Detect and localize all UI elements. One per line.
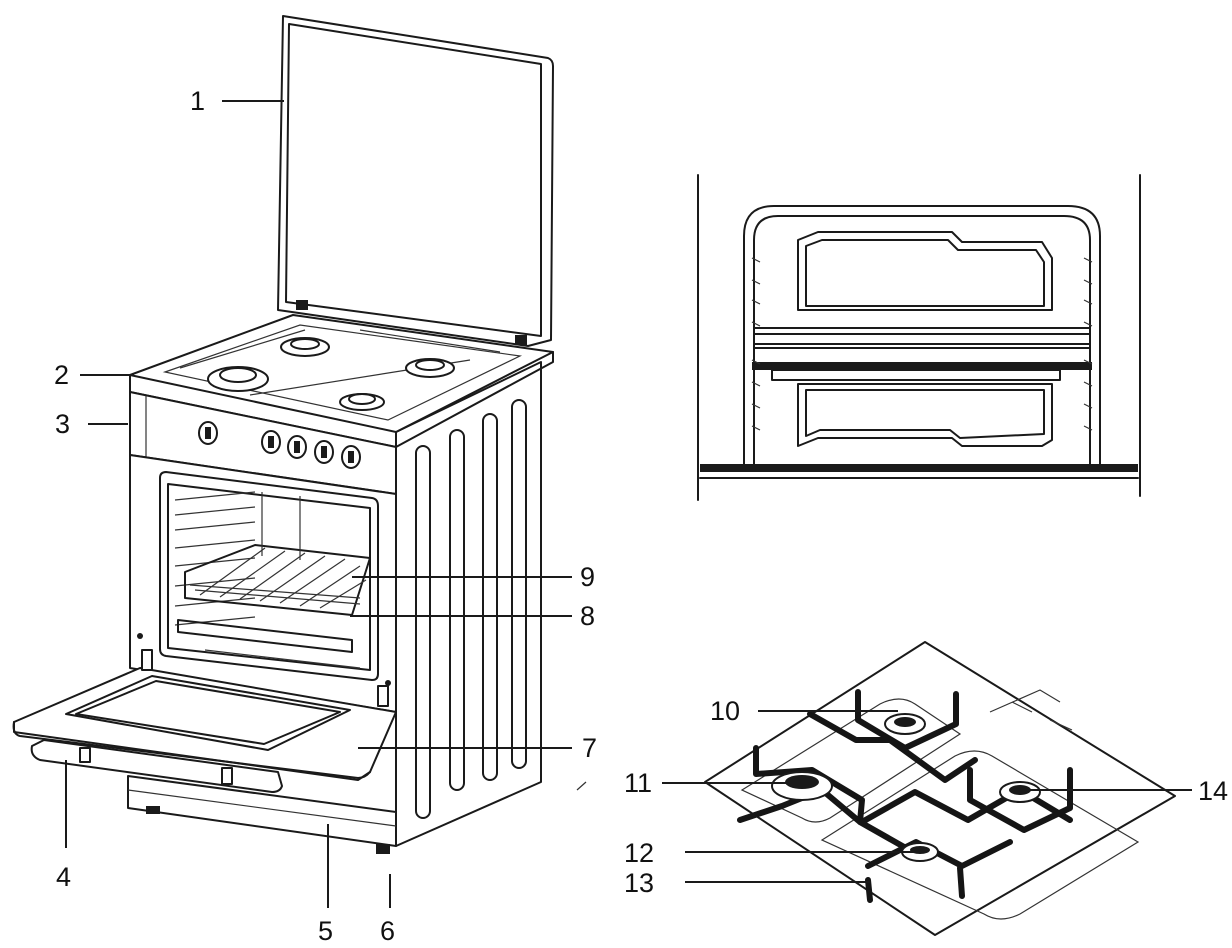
callout-3: 3 [55,409,70,439]
oven-door [12,649,397,793]
callout-8: 8 [580,601,595,631]
callout-4: 4 [56,862,71,892]
callout-10: 10 [710,696,740,726]
side-panel [395,361,542,847]
callout-5: 5 [318,916,333,943]
callout-12: 12 [624,838,654,868]
callout-2: 2 [54,360,69,390]
mark [576,781,587,791]
leader-lines [65,100,1192,908]
hob-top [129,314,554,448]
hob-detail-view [704,641,1176,936]
callout-7: 7 [582,733,597,763]
control-panel [129,391,397,495]
glass-lid [277,15,554,347]
callout-labels: 1 2 3 4 5 6 7 8 9 10 11 14 12 13 [54,86,1228,946]
callout-1: 1 [190,86,205,116]
callout-14: 14 [1198,776,1228,806]
callout-13: 13 [624,868,654,898]
callout-6: 6 [380,916,395,943]
callout-9: 9 [580,562,595,592]
cavity-detail-view [697,174,1141,501]
callout-11: 11 [624,768,652,798]
oven-cavity [129,454,397,713]
cooker-illustration [12,15,587,854]
